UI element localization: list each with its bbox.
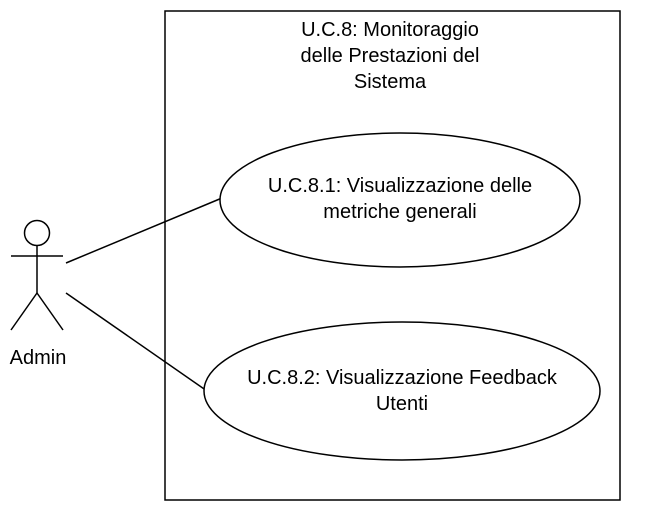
system-title-line-1: U.C.8: Monitoraggio	[301, 19, 479, 41]
use-case-uc-8-1-line-1: U.C.8.1: Visualizzazione delle	[267, 175, 533, 197]
use-case-ellipse-uc-8-2	[203, 321, 601, 461]
use-case-uc-8-2-line-1: U.C.8.2: Visualizzazione Feedback	[247, 367, 557, 389]
use-case-ellipse-uc-8-1	[219, 132, 581, 268]
system-title-line-2: delle Prestazioni del	[300, 45, 480, 67]
use-case-uc-8-2: U.C.8.2: Visualizzazione Feedback Utenti	[206, 358, 598, 424]
system-title: U.C.8: Monitoraggio delle Prestazioni de…	[240, 13, 540, 99]
use-case-uc-8-1: U.C.8.1: Visualizzazione delle metriche …	[222, 166, 578, 232]
association-admin-uc-8-1	[65, 197, 223, 264]
system-boundary	[164, 10, 621, 501]
association-admin-uc-8-2	[65, 292, 208, 392]
actor-left-leg	[10, 292, 38, 331]
system-title-line-3: Sistema	[353, 71, 427, 93]
actor-name: Admin	[0, 344, 76, 372]
actor-head	[23, 219, 51, 247]
actor-name-text: Admin	[9, 347, 67, 369]
actor-figure-icon	[10, 219, 64, 331]
actor-right-leg	[36, 292, 64, 331]
use-case-uc-8-2-line-2: Utenti	[375, 393, 429, 415]
use-case-uc-8-1-line-2: metriche generali	[323, 201, 477, 223]
